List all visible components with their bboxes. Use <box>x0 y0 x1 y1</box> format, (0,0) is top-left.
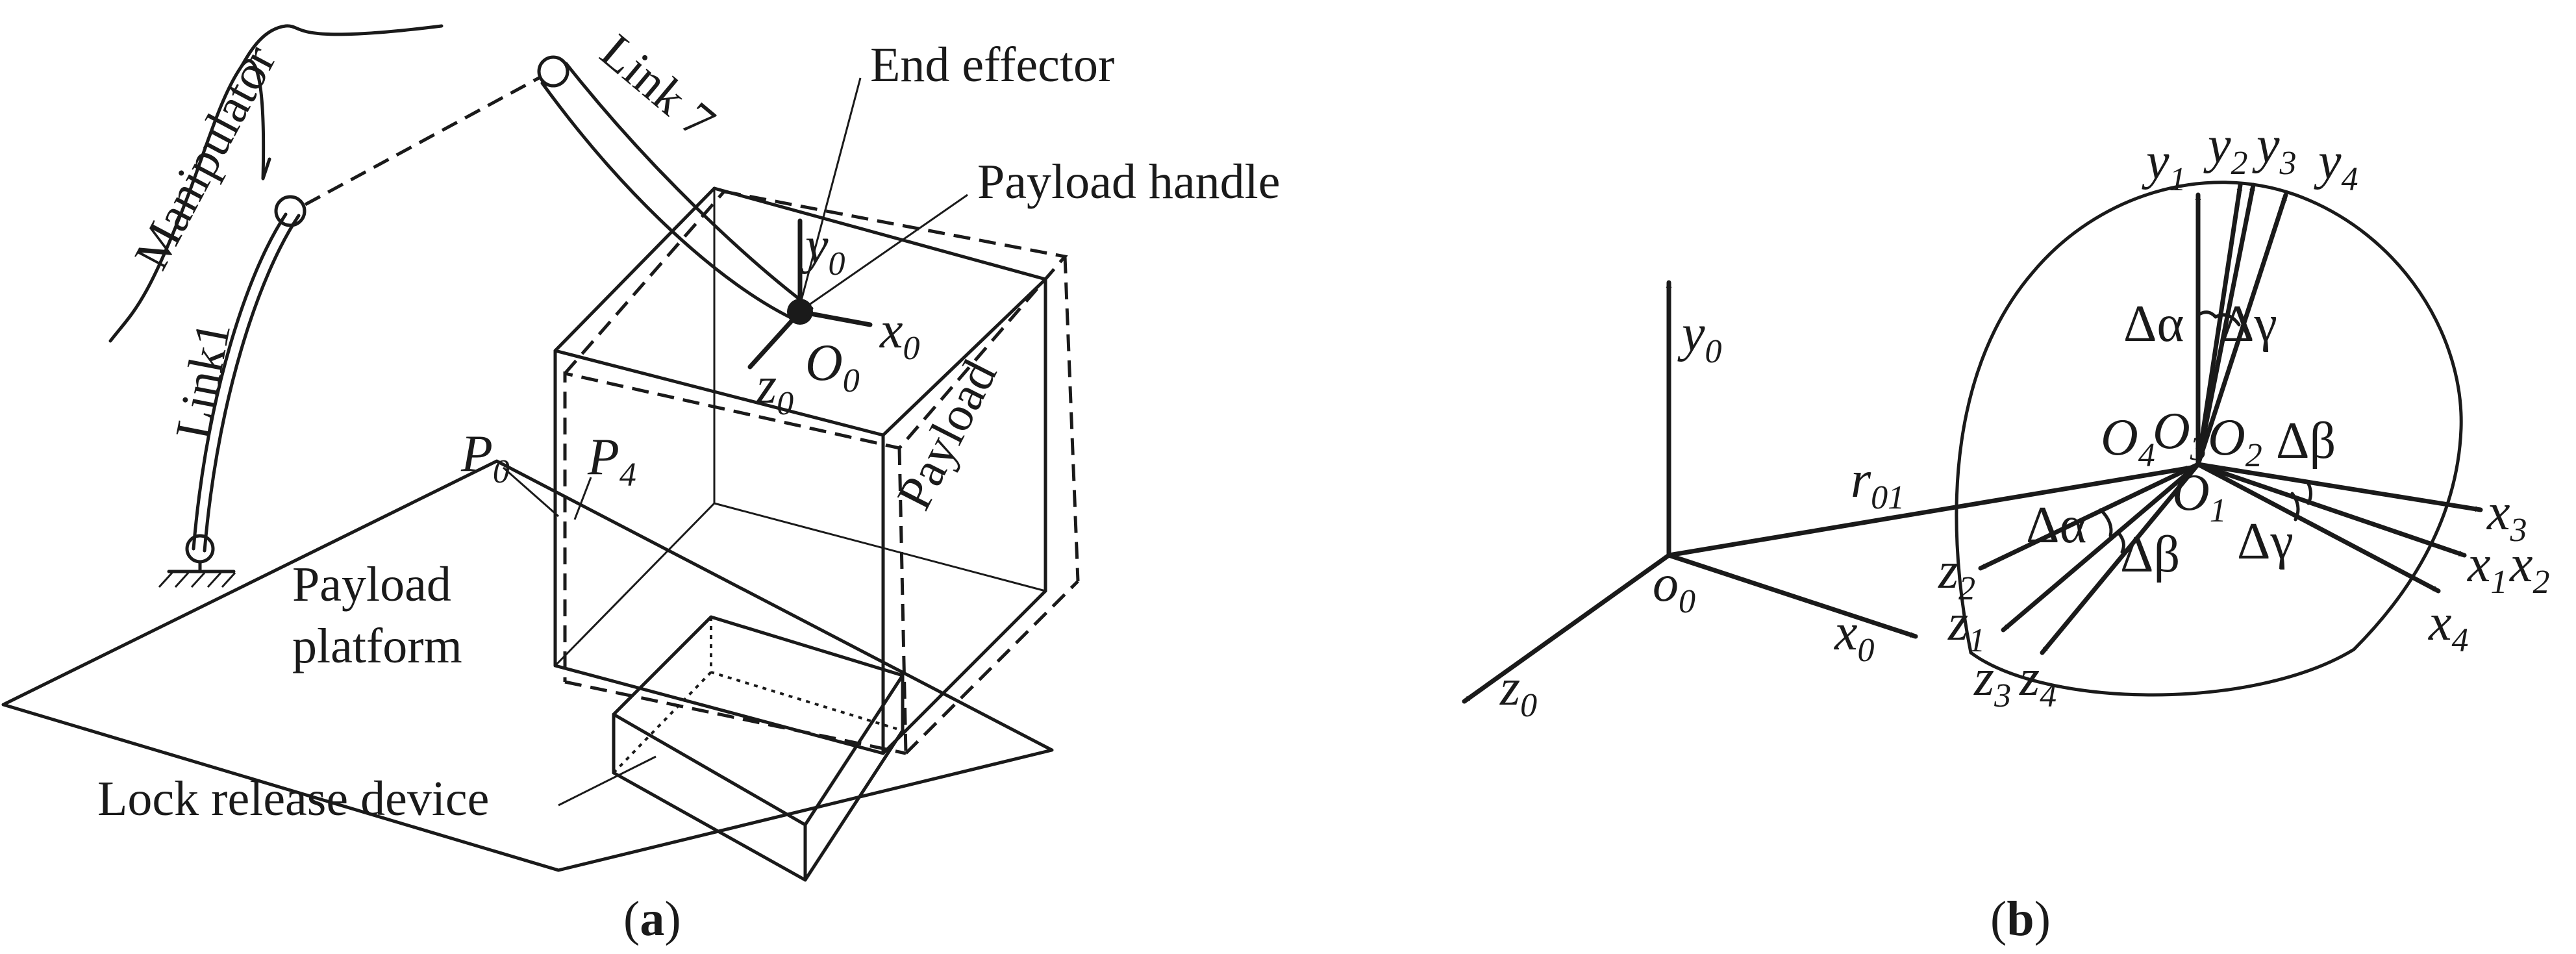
payload-platform-plate <box>1 459 1054 872</box>
payload-dashed-box <box>563 190 1080 755</box>
label-lock-release-device: Lock release device <box>97 772 489 826</box>
arc-delta-alpha-low <box>2099 508 2113 538</box>
arc-delta-alpha-top <box>2196 310 2218 319</box>
label-r01: r01 <box>1851 451 1905 516</box>
label-delta-alpha-top: Δα <box>2123 295 2184 353</box>
label-y2: y2 <box>2203 117 2248 182</box>
label-y4: y4 <box>2314 133 2358 198</box>
p4-leader <box>573 477 592 520</box>
label-payload-platform-1: Payload <box>292 557 451 612</box>
label-O3: O3 <box>2153 403 2207 468</box>
manipulator-brace <box>108 24 444 343</box>
payload-handle-leader <box>808 194 968 307</box>
label-z0-b: z0 <box>1499 659 1537 724</box>
panel-a: Manipulator Link1 Link 7 End effector Pa… <box>1 24 1280 946</box>
label-x0-b: x0 <box>1834 604 1875 669</box>
p0-leader <box>503 466 559 518</box>
link1 <box>158 195 306 588</box>
label-y0-b: y0 <box>1677 305 1722 370</box>
label-x2: x2 <box>2509 536 2550 601</box>
base-joint <box>185 534 215 564</box>
label-end-effector: End effector <box>870 38 1114 92</box>
label-o0-b: o0 <box>1653 555 1695 620</box>
label-z2: z2 <box>1938 542 1975 607</box>
label-z4: z4 <box>2019 649 2057 714</box>
end-effector-leader <box>799 77 862 306</box>
label-payload-handle: Payload handle <box>977 155 1280 209</box>
label-link7: Link 7 <box>590 24 725 149</box>
axis-z0 <box>1462 553 1671 704</box>
label-delta-gamma-low: Δγ <box>2237 513 2294 570</box>
axis-z3-z4 <box>2040 462 2201 655</box>
caption-a: (a) <box>623 892 681 946</box>
label-z3: z3 <box>1973 649 2011 714</box>
arc-delta-beta-right <box>2307 482 2312 505</box>
label-y1: y1 <box>2142 133 2186 198</box>
label-O1: O1 <box>2172 464 2227 529</box>
axis-z2 <box>1978 462 2201 571</box>
label-O2: O2 <box>2208 409 2262 474</box>
manipulator-dashed-link <box>304 76 540 207</box>
label-link1: Link1 <box>165 318 241 444</box>
arc-delta-beta-low <box>2116 531 2125 554</box>
arc-delta-gamma-top <box>2214 313 2241 327</box>
label-O0-a: O0 <box>805 334 860 399</box>
axis-z1 <box>2001 462 2201 633</box>
label-delta-alpha-low: Δα <box>2026 497 2086 554</box>
shoulder-joint <box>274 195 306 227</box>
label-y0-a: y0 <box>801 218 845 282</box>
axis-y3 <box>2195 182 2256 467</box>
lock-release-leader <box>558 755 657 807</box>
label-P0: P0 <box>460 425 510 490</box>
axis-x1-x2 <box>2195 462 2467 558</box>
end-effector-frame <box>747 218 873 370</box>
label-payload: Payload <box>886 351 1007 518</box>
axis-y4 <box>2195 192 2288 467</box>
label-z1: z1 <box>1947 594 1985 659</box>
label-delta-beta-low: Δβ <box>2120 526 2180 583</box>
label-P4: P4 <box>587 429 636 494</box>
label-x3: x3 <box>2486 484 2527 549</box>
arc-delta-gamma-low <box>2290 492 2300 521</box>
vector-r01 <box>1666 465 2194 558</box>
label-payload-platform-2: platform <box>292 619 462 673</box>
sphere-outline <box>1955 181 2463 697</box>
axis-x0 <box>1666 553 1918 639</box>
axis-x4 <box>2195 462 2441 594</box>
axis-x3 <box>2195 462 2483 512</box>
label-z0-a: z0 <box>756 357 794 422</box>
caption-b: (b) <box>1990 892 2051 946</box>
label-delta-beta-right: Δβ <box>2276 412 2336 470</box>
panel-b: y0 z0 x0 o0 r01 y1 y2 y3 y4 O4 O3 O2 O1 … <box>1462 117 2550 946</box>
label-O4: O4 <box>2101 409 2155 474</box>
label-x4: x4 <box>2428 594 2469 659</box>
label-x1: x1 <box>2467 536 2508 601</box>
label-y3: y3 <box>2252 117 2297 182</box>
label-x0-a: x0 <box>879 302 920 367</box>
elbow-joint <box>537 55 569 88</box>
label-delta-gamma-top: Δγ <box>2221 295 2277 353</box>
lock-release-device <box>612 615 905 882</box>
